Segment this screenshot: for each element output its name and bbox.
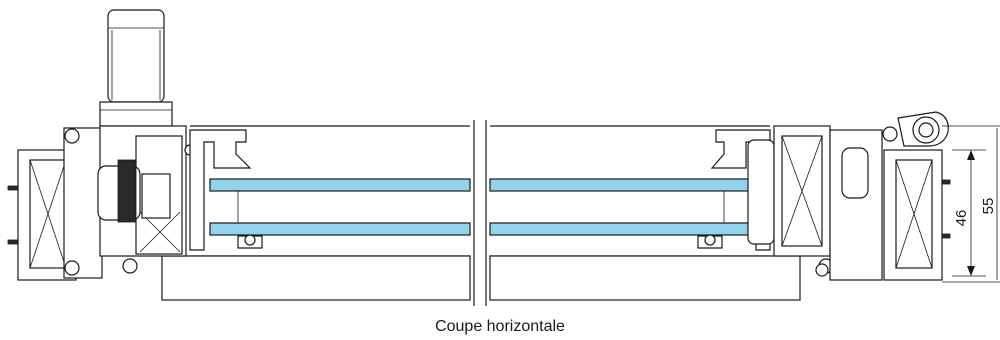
- dimension-55-label: 55: [980, 198, 997, 215]
- right-outer-frame: [815, 126, 951, 281]
- double-glazing: [209, 178, 751, 236]
- dimension-55: 55: [980, 128, 998, 280]
- dimension-46-label: 46: [953, 210, 970, 227]
- left-outer-frame: [7, 127, 103, 281]
- left-sash-profile: [97, 125, 196, 274]
- section-caption: Coupe horizontale: [435, 318, 565, 335]
- right-sash-profile: [773, 125, 834, 274]
- extension-lines: [942, 125, 1000, 283]
- hinge: [897, 111, 949, 147]
- window-handle: [99, 9, 173, 127]
- right-glazing-bead: [697, 129, 775, 251]
- left-glazing-bead: [189, 129, 263, 251]
- dimension-46: 46: [953, 150, 975, 276]
- frame-outline: [161, 125, 801, 301]
- break-lines: [473, 120, 487, 306]
